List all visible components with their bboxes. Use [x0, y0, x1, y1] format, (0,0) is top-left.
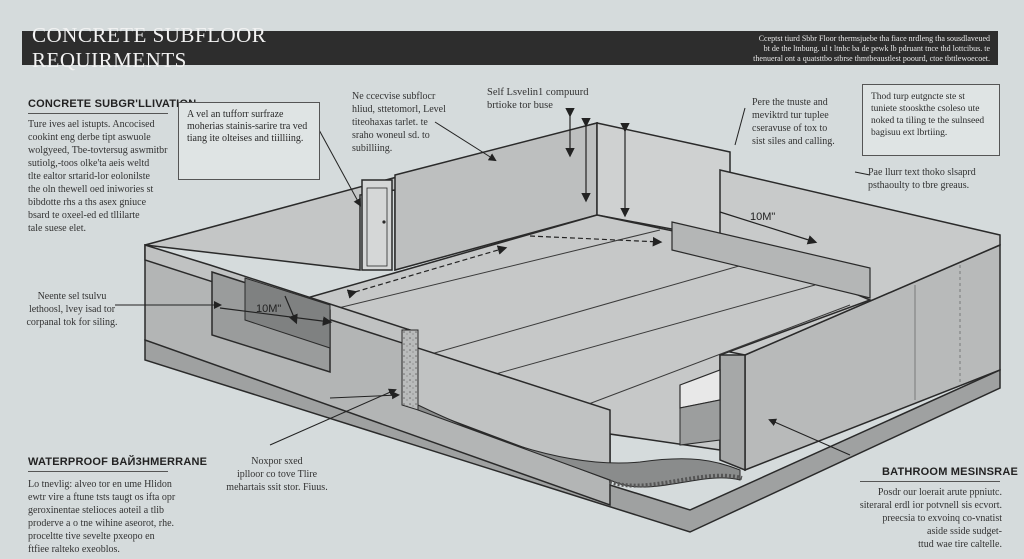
right-bottom-rule: [860, 481, 1000, 482]
callout-self-leveling: Self Lsvelin1 compuurd brtioke tor buse: [487, 87, 589, 111]
right-bottom-heading: BATHROOM MESINSRAE: [882, 466, 1019, 478]
callout-box-right: Thod turp eutgncte ste st tuniete stoosk…: [862, 84, 1000, 156]
base-slab: [144, 338, 1001, 533]
left-bottom-rule: [28, 471, 168, 472]
callout-bottom-center: Noxpor sxed iplloor co tove Tlire mehart…: [226, 456, 328, 493]
left-top-rule: [28, 113, 168, 114]
left-bottom-body: Lo tnevlig: alveo tor en ume Hlidon ewtr…: [28, 479, 176, 555]
right-bottom-body: Posdr our loerait arute ppniutc. siterar…: [859, 487, 1002, 550]
callout-top-right: Pere the tnuste and meviktrd tur tuplee …: [752, 97, 835, 147]
door: [361, 179, 393, 271]
callout-left-mid: Neente sel tsulvu lethoosl, lvey isad to…: [26, 291, 118, 328]
callout-right-mid: Pae llurr text thoko slsaprd psthaoulty …: [868, 167, 976, 191]
dim-label-floor: 10M": [750, 211, 775, 223]
callout-top-center: Ne ccecvise subflocr hliud, sttetomorl, …: [352, 91, 446, 154]
right-inner-wall: [719, 354, 746, 472]
title-note: Cceptst tiurd Sbbr Floor thermsjuebe tha…: [753, 34, 990, 63]
dim-label-opening: 10M": [256, 303, 281, 315]
left-top-body: Ture ives ael istupts. Ancocised cookint…: [28, 119, 168, 234]
title-bar: CONCRETE SUBFLOOR REQUIRMENTS: [22, 23, 352, 72]
page-title: CONCRETE SUBFLOOR REQUIRMENTS: [32, 23, 267, 72]
title-strip: [352, 31, 998, 65]
floor-step: [671, 221, 871, 299]
left-bottom-heading: WATERPROOF BAЙ3HMERRANE: [28, 456, 208, 468]
waterproof-membrane: [417, 404, 741, 488]
callout-box-left: A vel an tufforr surfraze moherias stain…: [178, 102, 320, 180]
section-cut: [401, 329, 419, 411]
left-top-heading: CONCRETE SUBGR'LLIVATION: [28, 98, 197, 110]
